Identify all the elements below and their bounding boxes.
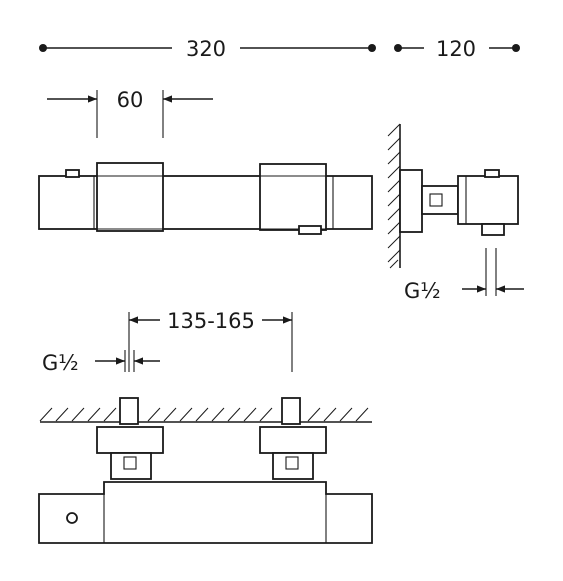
dimension-thread-side: G½ xyxy=(404,248,524,303)
dimension-center-distance: 135-165 xyxy=(128,309,293,372)
dimension-thread-bottom: G½ xyxy=(42,350,160,375)
dimension-center-distance-label: 135-165 xyxy=(167,309,255,333)
side-view xyxy=(387,123,519,269)
dimension-handle-width: 60 xyxy=(47,88,213,138)
dimension-overall-length-label: 320 xyxy=(186,37,226,61)
dimension-depth: 120 xyxy=(394,37,520,61)
dimension-thread-bottom-label: G½ xyxy=(42,351,79,375)
top-view xyxy=(38,397,373,544)
dimension-handle-width-label: 60 xyxy=(117,88,144,112)
front-view xyxy=(38,162,373,235)
dimension-thread-side-label: G½ xyxy=(404,279,441,303)
dimension-depth-label: 120 xyxy=(436,37,476,61)
dimension-overall-length: 320 xyxy=(39,37,376,61)
